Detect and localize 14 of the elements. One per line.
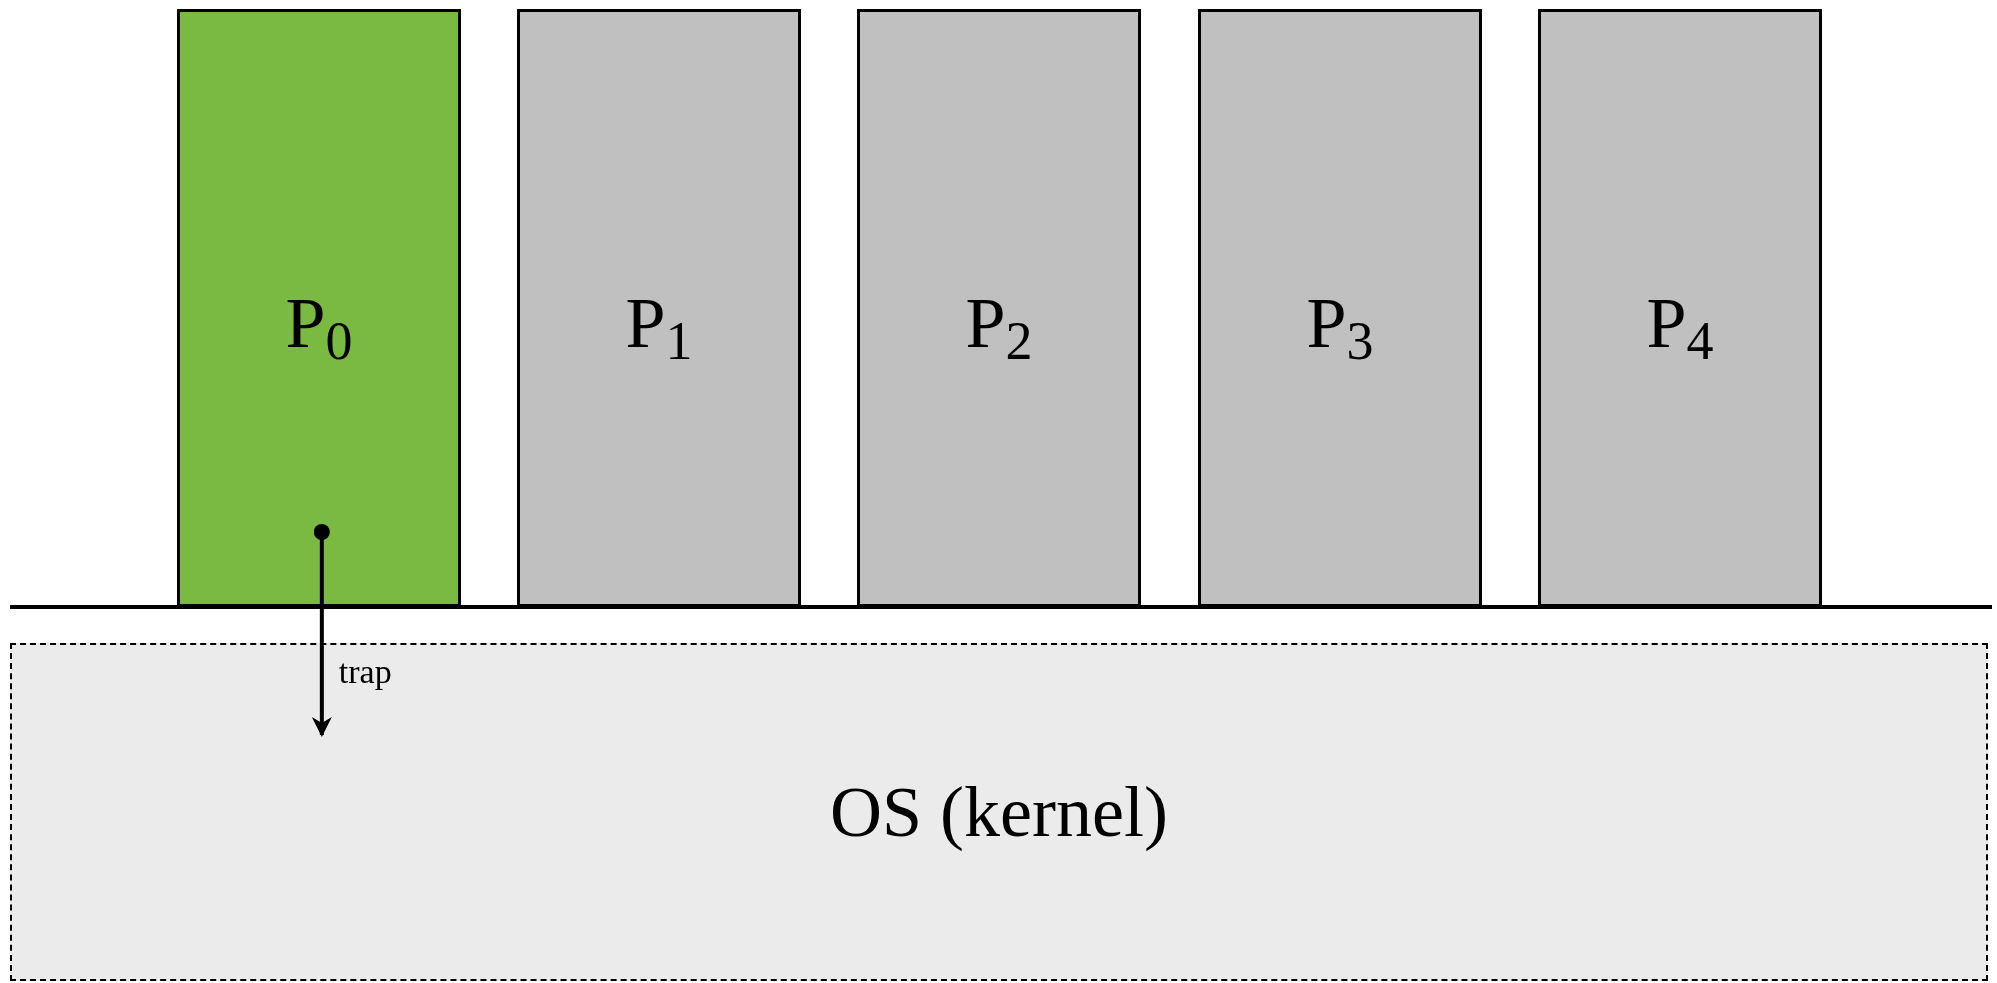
- arrow: [311, 524, 332, 737]
- process-box: [1538, 9, 1822, 607]
- kernel-label: OS (kernel): [830, 770, 1168, 854]
- edge-label: trap: [338, 655, 392, 689]
- kernel-box: [10, 643, 1988, 981]
- process-label: P$_{0}$: [285, 282, 353, 372]
- process-box: [517, 9, 801, 607]
- process-label: P$_{4}$: [1646, 282, 1714, 372]
- process-box: [857, 9, 1141, 607]
- process-label: P$_{1}$: [625, 282, 693, 372]
- process-box: [177, 9, 461, 607]
- process-box: [1198, 9, 1482, 607]
- process-label: P$_{3}$: [1306, 282, 1374, 372]
- process-label: P$_{2}$: [965, 282, 1033, 372]
